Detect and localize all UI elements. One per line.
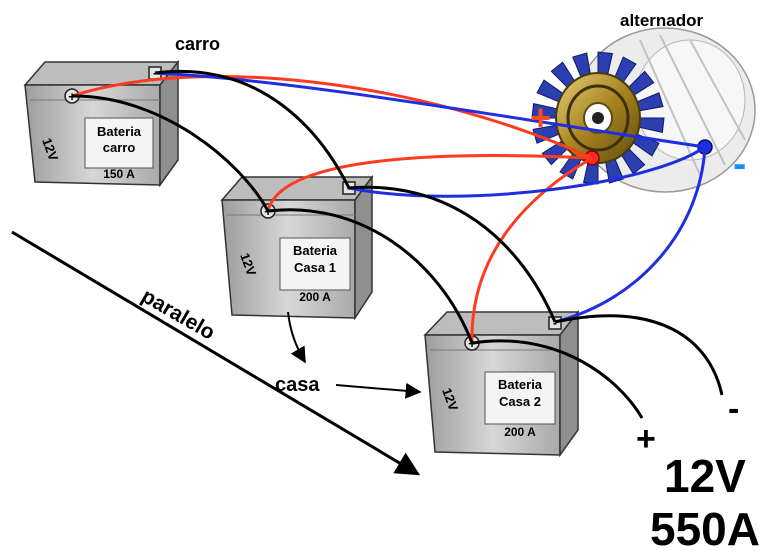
output-minus-sign: - (728, 390, 739, 428)
battery-label-panel (484, 371, 556, 425)
positive-wire (470, 156, 593, 344)
alternador-label: alternador (620, 11, 704, 30)
battery-name-line1: Bateria (293, 243, 338, 258)
negative-wire (554, 146, 707, 324)
casa-arrow-up (287, 311, 306, 364)
carro-label: carro (175, 34, 220, 54)
paralelo-arrow (11, 230, 421, 476)
output-positive-lead (471, 339, 644, 419)
alternator-plus-sign: + (530, 97, 551, 138)
positive-wire (71, 75, 593, 160)
positive-wire (266, 154, 593, 212)
battery-capacity: 200 A (504, 425, 536, 439)
battery-capacity: 150 A (103, 167, 135, 181)
battery-capacity: 200 A (299, 290, 331, 304)
output-voltage: 12V (664, 450, 746, 502)
parallel-link-positive (267, 208, 474, 344)
battery-name-line1: Bateria (498, 377, 543, 392)
parallel-link-negative (154, 70, 351, 189)
negative-wire (154, 71, 706, 149)
battery-label-panel (84, 117, 154, 169)
wiring (71, 70, 724, 419)
output-plus-sign: + (636, 420, 656, 458)
casa-label: casa (275, 374, 320, 396)
battery-name-line2: carro (103, 140, 136, 155)
negative-terminal-sign: - (553, 316, 557, 330)
output-negative-lead (554, 314, 724, 396)
parallel-link-negative (348, 185, 557, 323)
battery-casa-1: Bateria Casa 1 200 A 12V + - (220, 174, 374, 321)
battery-name-line2: Casa 2 (499, 394, 541, 409)
parallel-link-positive (71, 94, 270, 212)
battery-name-line1: Bateria (97, 124, 142, 139)
alternator-minus-sign: - (733, 142, 746, 186)
battery-casa-2: Bateria Casa 2 200 A 12V + - (423, 309, 580, 458)
negative-wire (348, 145, 706, 198)
alternator (531, 27, 756, 193)
battery-carro: Bateria carro 150 A 12V + - (23, 59, 180, 188)
battery-name-line2: Casa 1 (294, 260, 336, 275)
output-current: 550A (650, 503, 760, 551)
battery-label-panel (279, 237, 351, 291)
casa-arrow-right (335, 382, 422, 399)
